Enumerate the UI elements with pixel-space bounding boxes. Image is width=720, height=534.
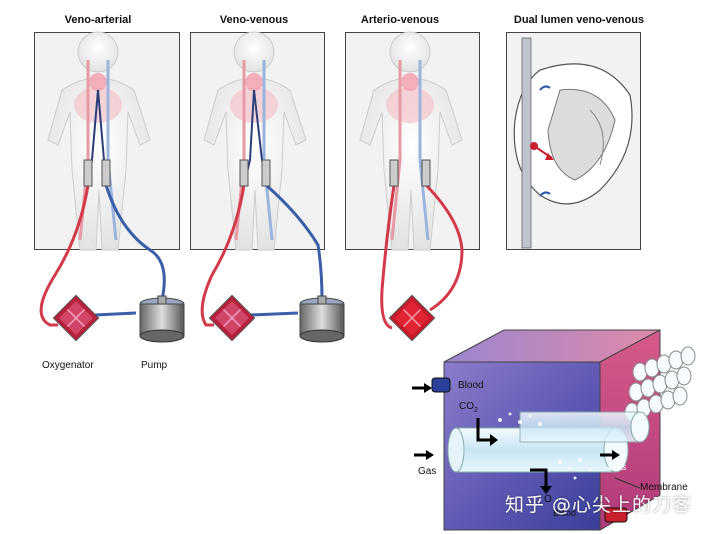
- watermark: 知乎 @心尖上的刀客: [505, 494, 693, 516]
- pump-1: [139, 295, 185, 343]
- circuit-veno-arterial: [39, 159, 185, 343]
- blood-bottom-label: Blood: [553, 508, 577, 518]
- co2-label: CO2: [459, 401, 478, 414]
- gas-left-label: Gas: [418, 466, 437, 477]
- oxygenator-label: Oxygenator: [42, 360, 94, 371]
- panel-title-veno-venous: Veno-venous: [219, 14, 289, 26]
- panel-title-arterio-venous: Arterio-venous: [360, 14, 440, 26]
- panel-title-dual-lumen: Dual lumen veno-venous: [513, 14, 645, 26]
- blood-top-label: Blood: [458, 380, 484, 391]
- co2-main: CO: [459, 401, 474, 412]
- membrane-box: [412, 329, 696, 531]
- co2-subscript: 2: [474, 407, 478, 414]
- o2-label: O: [544, 494, 552, 505]
- pump-2: [299, 295, 345, 343]
- child-figure-2: [203, 31, 307, 251]
- panel-title-veno-arterial: Veno-arterial: [64, 14, 132, 26]
- circuit-veno-venous: [200, 159, 345, 343]
- heart-diagram: [513, 37, 633, 249]
- child-figure-3: [359, 31, 463, 251]
- gas-right-label: Gas: [608, 462, 627, 473]
- circuit-arterio-venous: [380, 159, 464, 342]
- child-figure-1: [47, 31, 151, 251]
- pump-label: Pump: [141, 360, 168, 371]
- membrane-label: Membrane: [640, 482, 688, 493]
